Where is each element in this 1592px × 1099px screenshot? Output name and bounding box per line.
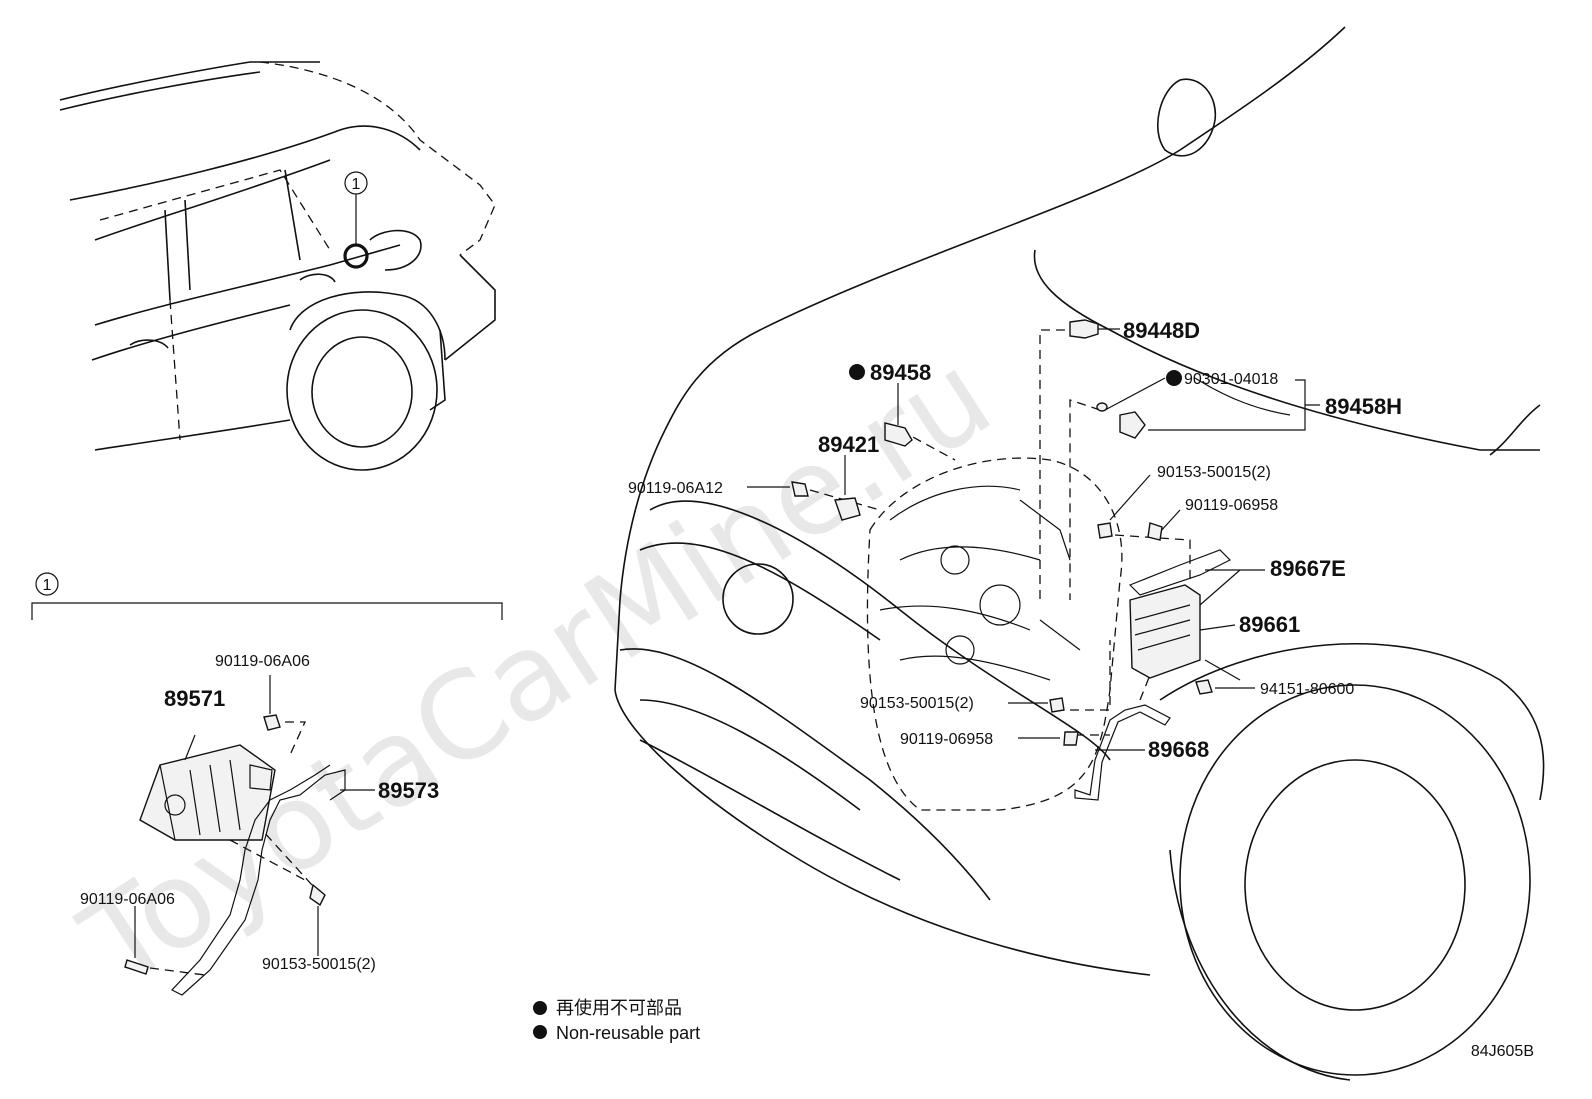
label-90119-06958-upper: 90119-06958 [1185, 497, 1278, 514]
label-90119-06A12: 90119-06A12 [628, 480, 723, 497]
label-90119-06A06-upper: 90119-06A06 [215, 653, 310, 670]
label-89661: 89661 [1239, 612, 1300, 637]
fuel-door-location-marker [343, 243, 369, 269]
label-89448D: 89448D [1123, 318, 1200, 343]
bracket-89573-shape [171, 764, 346, 996]
detail-group-1: 1 [31, 572, 503, 996]
callout-marker-number: 1 [43, 577, 52, 594]
part-labels: 89448D 89458 90301-04018 89458H 89421 90… [80, 318, 1402, 973]
legend-jp-text: 再使用不可部品 [556, 998, 682, 1018]
bolt-90153-50015-lower [309, 883, 326, 956]
label-90119-06A06-lower: 90119-06A06 [80, 891, 175, 908]
bolt-90119-06A06-lower [124, 906, 149, 975]
label-89458H: 89458H [1325, 394, 1402, 419]
label-90119-06958-lower: 90119-06958 [900, 731, 993, 748]
label-89571: 89571 [164, 686, 225, 711]
sensor-89448D-shape [1069, 319, 1099, 339]
legend: 再使用不可部品 Non-reusable part [533, 998, 700, 1043]
gasket-90301-04018-shape [1096, 402, 1108, 412]
label-89458: 89458 [870, 360, 931, 385]
vehicle-rear-view: 1 [59, 61, 496, 471]
legend-dot-jp [533, 1001, 547, 1015]
bolt-90119-06958-lower-shape [1063, 731, 1079, 746]
label-90153-50015-bottom: 90153-50015(2) [262, 956, 376, 973]
callout-marker-circle [35, 572, 59, 596]
nut-94151-80600-shape [1195, 679, 1213, 695]
bolt-90119-06A12-shape [791, 481, 809, 497]
sensor-89458H-shape [1119, 411, 1146, 439]
nut-90153-50015-upper-shape [1097, 522, 1113, 539]
callout-marker-top-number: 1 [352, 176, 361, 193]
non-reusable-dot-89458 [849, 364, 865, 380]
label-94151-80600: 94151-80600 [1260, 681, 1354, 698]
bracket-89668-shape [1074, 704, 1171, 801]
sensor-89421-shape [834, 497, 861, 521]
legend-dot-en [533, 1025, 547, 1039]
label-90301-04018: 90301-04018 [1184, 371, 1278, 388]
nut-90153-50015-lower-shape [1049, 697, 1065, 713]
sensor-89458-shape [884, 422, 913, 447]
engine-bay-parts [791, 319, 1232, 801]
non-reusable-dot-90301-04018 [1166, 370, 1182, 386]
engine-outline [866, 457, 1123, 811]
bolt-90119-06A06-upper [263, 675, 281, 731]
ecu-89661-shape [1129, 584, 1201, 679]
bracket-89667E-shape [1128, 549, 1232, 596]
legend-en-text: Non-reusable part [556, 1023, 700, 1043]
diagram-code: 84J605B [1471, 1043, 1534, 1060]
label-90153-50015-lower: 90153-50015(2) [860, 695, 974, 712]
label-90153-50015-upper: 90153-50015(2) [1157, 464, 1271, 481]
label-89573: 89573 [378, 778, 439, 803]
label-89667E: 89667E [1270, 556, 1346, 581]
module-89571-shape [139, 744, 276, 841]
bolt-90119-06958-upper-shape [1147, 522, 1163, 541]
watermark: ToyotaCarMine.ru [59, 327, 1015, 1015]
label-89668: 89668 [1148, 737, 1209, 762]
label-89421: 89421 [818, 432, 879, 457]
vehicle-front-view [614, 26, 1545, 1081]
